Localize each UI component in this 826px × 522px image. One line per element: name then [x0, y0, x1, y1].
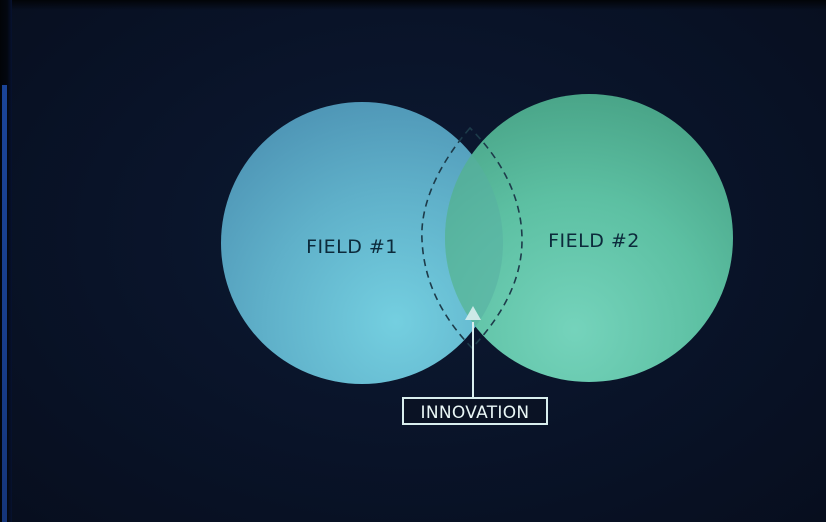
- field-2-circle: [445, 94, 733, 382]
- field-1-label: FIELD #1: [306, 236, 398, 258]
- field-2-label: FIELD #2: [548, 230, 640, 252]
- innovation-arrow-head: [465, 306, 481, 320]
- innovation-label: INNOVATION: [421, 403, 530, 423]
- field-1-circle: [221, 102, 503, 384]
- left-edge-shadow: [0, 0, 12, 522]
- top-edge-shadow: [0, 0, 826, 10]
- innovation-callout-box: [402, 397, 548, 425]
- left-edge-accent: [2, 85, 7, 522]
